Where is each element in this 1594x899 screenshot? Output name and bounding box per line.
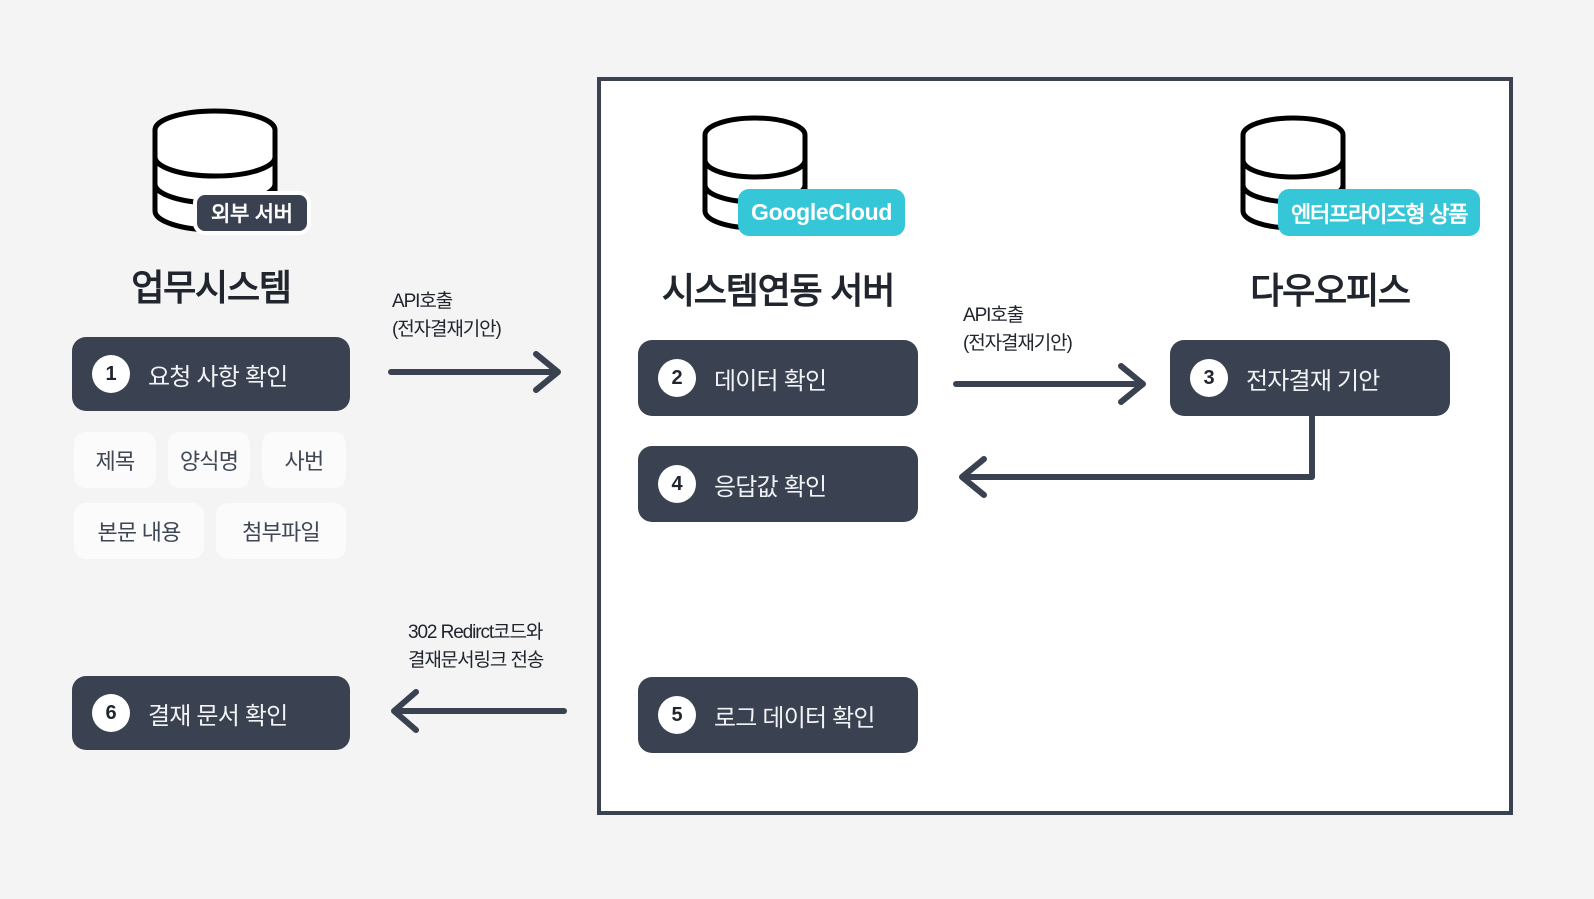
step-number: 5 (658, 696, 696, 734)
step-2-data-check[interactable]: 2 데이터 확인 (638, 340, 918, 416)
connector-label-api-call-1: API호출 (전자결재기안) (392, 288, 502, 343)
chip-attachment: 첨부파일 (216, 503, 346, 559)
connector-line-2: (전자결재기안) (963, 332, 1073, 354)
connector-line-2: (전자결재기안) (392, 318, 502, 340)
badge-external-server: 외부 서버 (193, 191, 311, 235)
arrow-api-call-1 (388, 351, 561, 393)
column-title-integration: 시스템연동 서버 (661, 270, 895, 311)
step-1-request-check[interactable]: 1 요청 사항 확인 (72, 337, 350, 411)
step-number: 1 (92, 355, 130, 393)
database-icon-external: 외부 서버 (148, 108, 358, 238)
arrow-api-call-2 (953, 363, 1146, 405)
step-6-document-check[interactable]: 6 결재 문서 확인 (72, 676, 350, 750)
step-label: 응답값 확인 (714, 473, 827, 501)
connector-line-1: 302 Redirct코드와 (408, 622, 543, 643)
step-label: 결재 문서 확인 (148, 702, 288, 730)
step-label: 데이터 확인 (714, 367, 827, 395)
badge-label: 외부 서버 (211, 203, 293, 226)
arrow-response-return (959, 411, 1315, 498)
connector-line-2: 결재문서링크 전송 (408, 649, 544, 671)
arrow-redirect-return (391, 689, 567, 733)
badge-label: GoogleCloud (751, 199, 893, 225)
step-label: 전자결재 기안 (1246, 367, 1380, 395)
column-title-daouoffice: 다우오피스 (1250, 270, 1411, 311)
step-label: 로그 데이터 확인 (714, 704, 876, 732)
chip-body-content: 본문 내용 (74, 503, 204, 559)
step-number: 6 (92, 694, 130, 732)
step-label: 요청 사항 확인 (148, 363, 288, 391)
badge-label: 엔터프라이즈형 상품 (1291, 201, 1468, 227)
step-number: 2 (658, 359, 696, 397)
step-3-approval-draft[interactable]: 3 전자결재 기안 (1170, 340, 1450, 416)
connector-line-1: API호출 (392, 291, 453, 312)
step-number: 3 (1190, 359, 1228, 397)
step-number: 4 (658, 465, 696, 503)
chip-title: 제목 (74, 432, 156, 488)
chip-form-name: 양식명 (168, 432, 250, 488)
step-5-log-data-check[interactable]: 5 로그 데이터 확인 (638, 677, 918, 753)
column-title-external: 업무시스템 (131, 267, 292, 308)
badge-enterprise-product: 엔터프라이즈형 상품 (1278, 189, 1481, 236)
chip-employee-no: 사번 (262, 432, 346, 488)
connector-label-api-call-2: API호출 (전자결재기안) (963, 302, 1073, 357)
database-icon-daouoffice: 엔터프라이즈형 상품 (1238, 113, 1481, 243)
database-icon-integration: GoogleCloud (700, 113, 910, 243)
connector-line-1: API호출 (963, 305, 1024, 326)
step-4-response-check[interactable]: 4 응답값 확인 (638, 446, 918, 522)
badge-google-cloud: GoogleCloud (738, 189, 906, 236)
connector-label-redirect-return: 302 Redirct코드와 결재문서링크 전송 (408, 619, 544, 674)
